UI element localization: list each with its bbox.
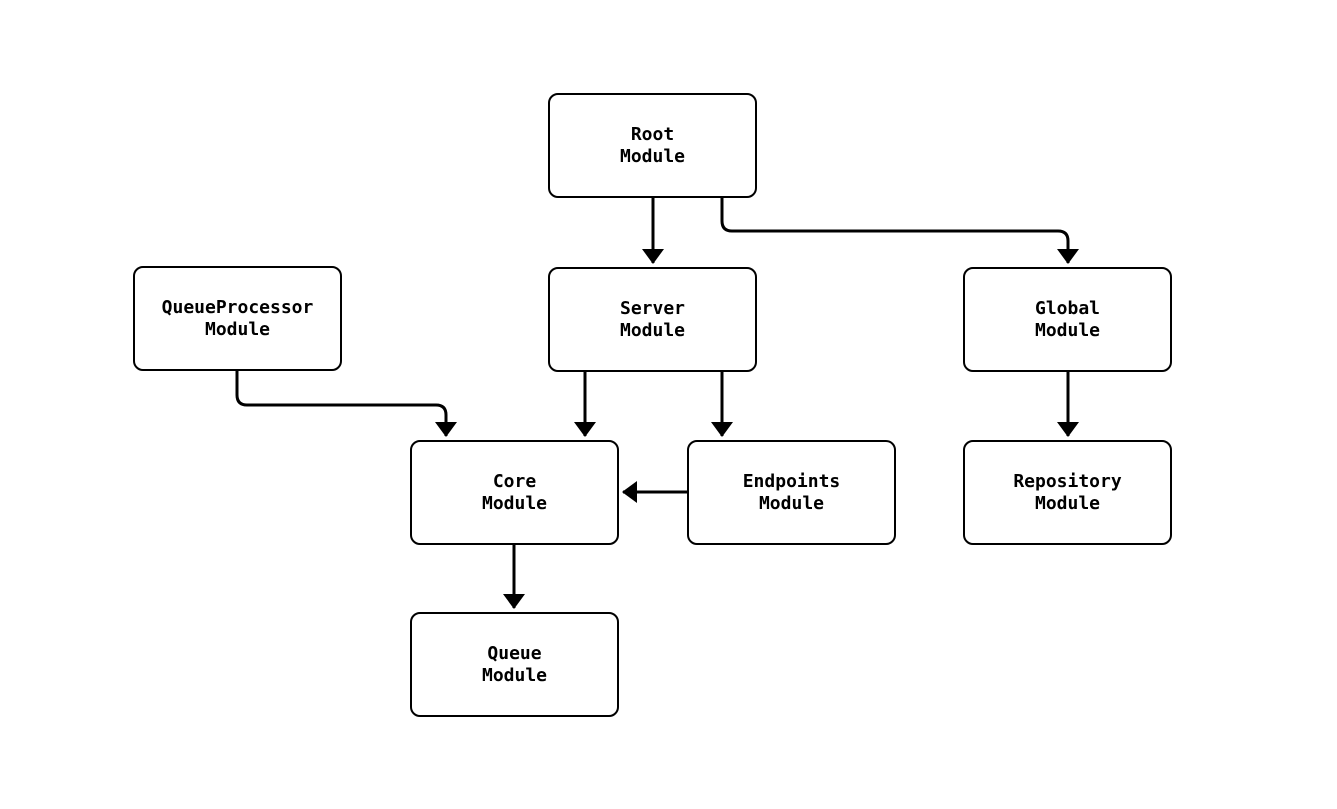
- node-server-module: Server Module: [548, 267, 757, 372]
- edge-root-to-global: [720, 198, 1079, 264]
- node-queueprocessor-module: QueueProcessor Module: [133, 266, 342, 371]
- node-repository-module: Repository Module: [963, 440, 1172, 545]
- node-queue-module: Queue Module: [410, 612, 619, 717]
- node-global-module: Global Module: [963, 267, 1172, 372]
- node-core-module: Core Module: [410, 440, 619, 545]
- node-root-module: Root Module: [548, 93, 757, 198]
- edge-queueprocessor-to-core: [235, 371, 457, 437]
- node-endpoints-module: Endpoints Module: [687, 440, 896, 545]
